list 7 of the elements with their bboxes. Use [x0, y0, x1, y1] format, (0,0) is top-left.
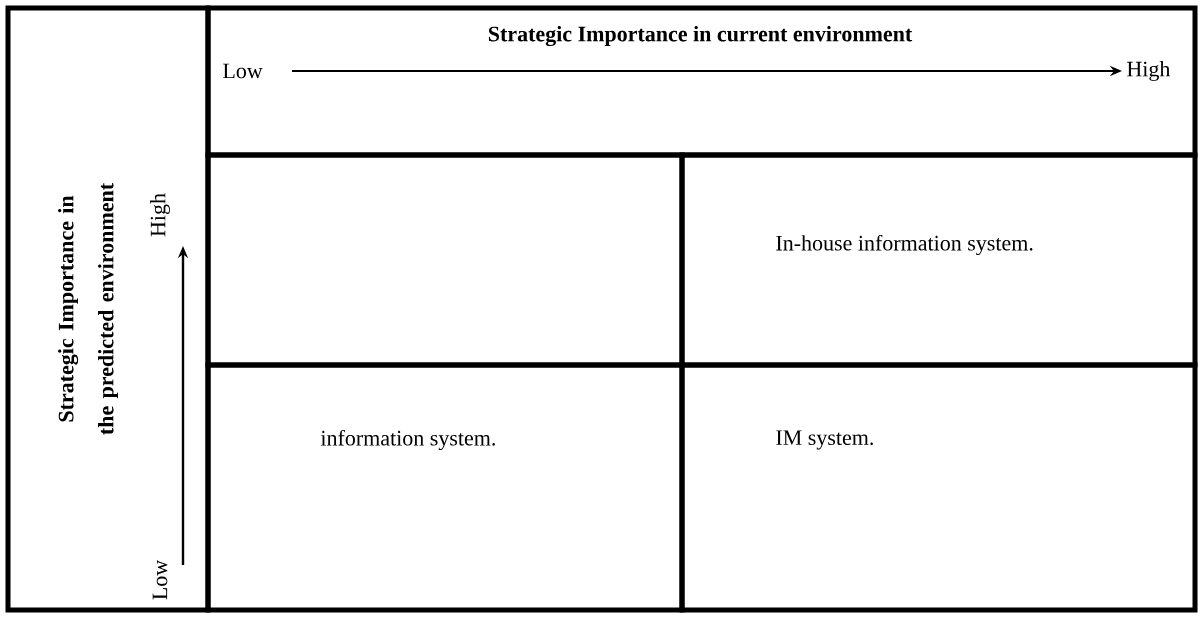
axis-label: Low — [223, 63, 263, 79]
axis-label: High — [150, 193, 170, 237]
quadrant-cell: In-house information system. — [679, 152, 1198, 368]
axis-label: High — [1127, 61, 1171, 81]
axis-label: Low — [152, 559, 168, 600]
quadrant-cell: information system. — [205, 362, 685, 613]
quadrant-cell: IM system. — [679, 362, 1198, 613]
